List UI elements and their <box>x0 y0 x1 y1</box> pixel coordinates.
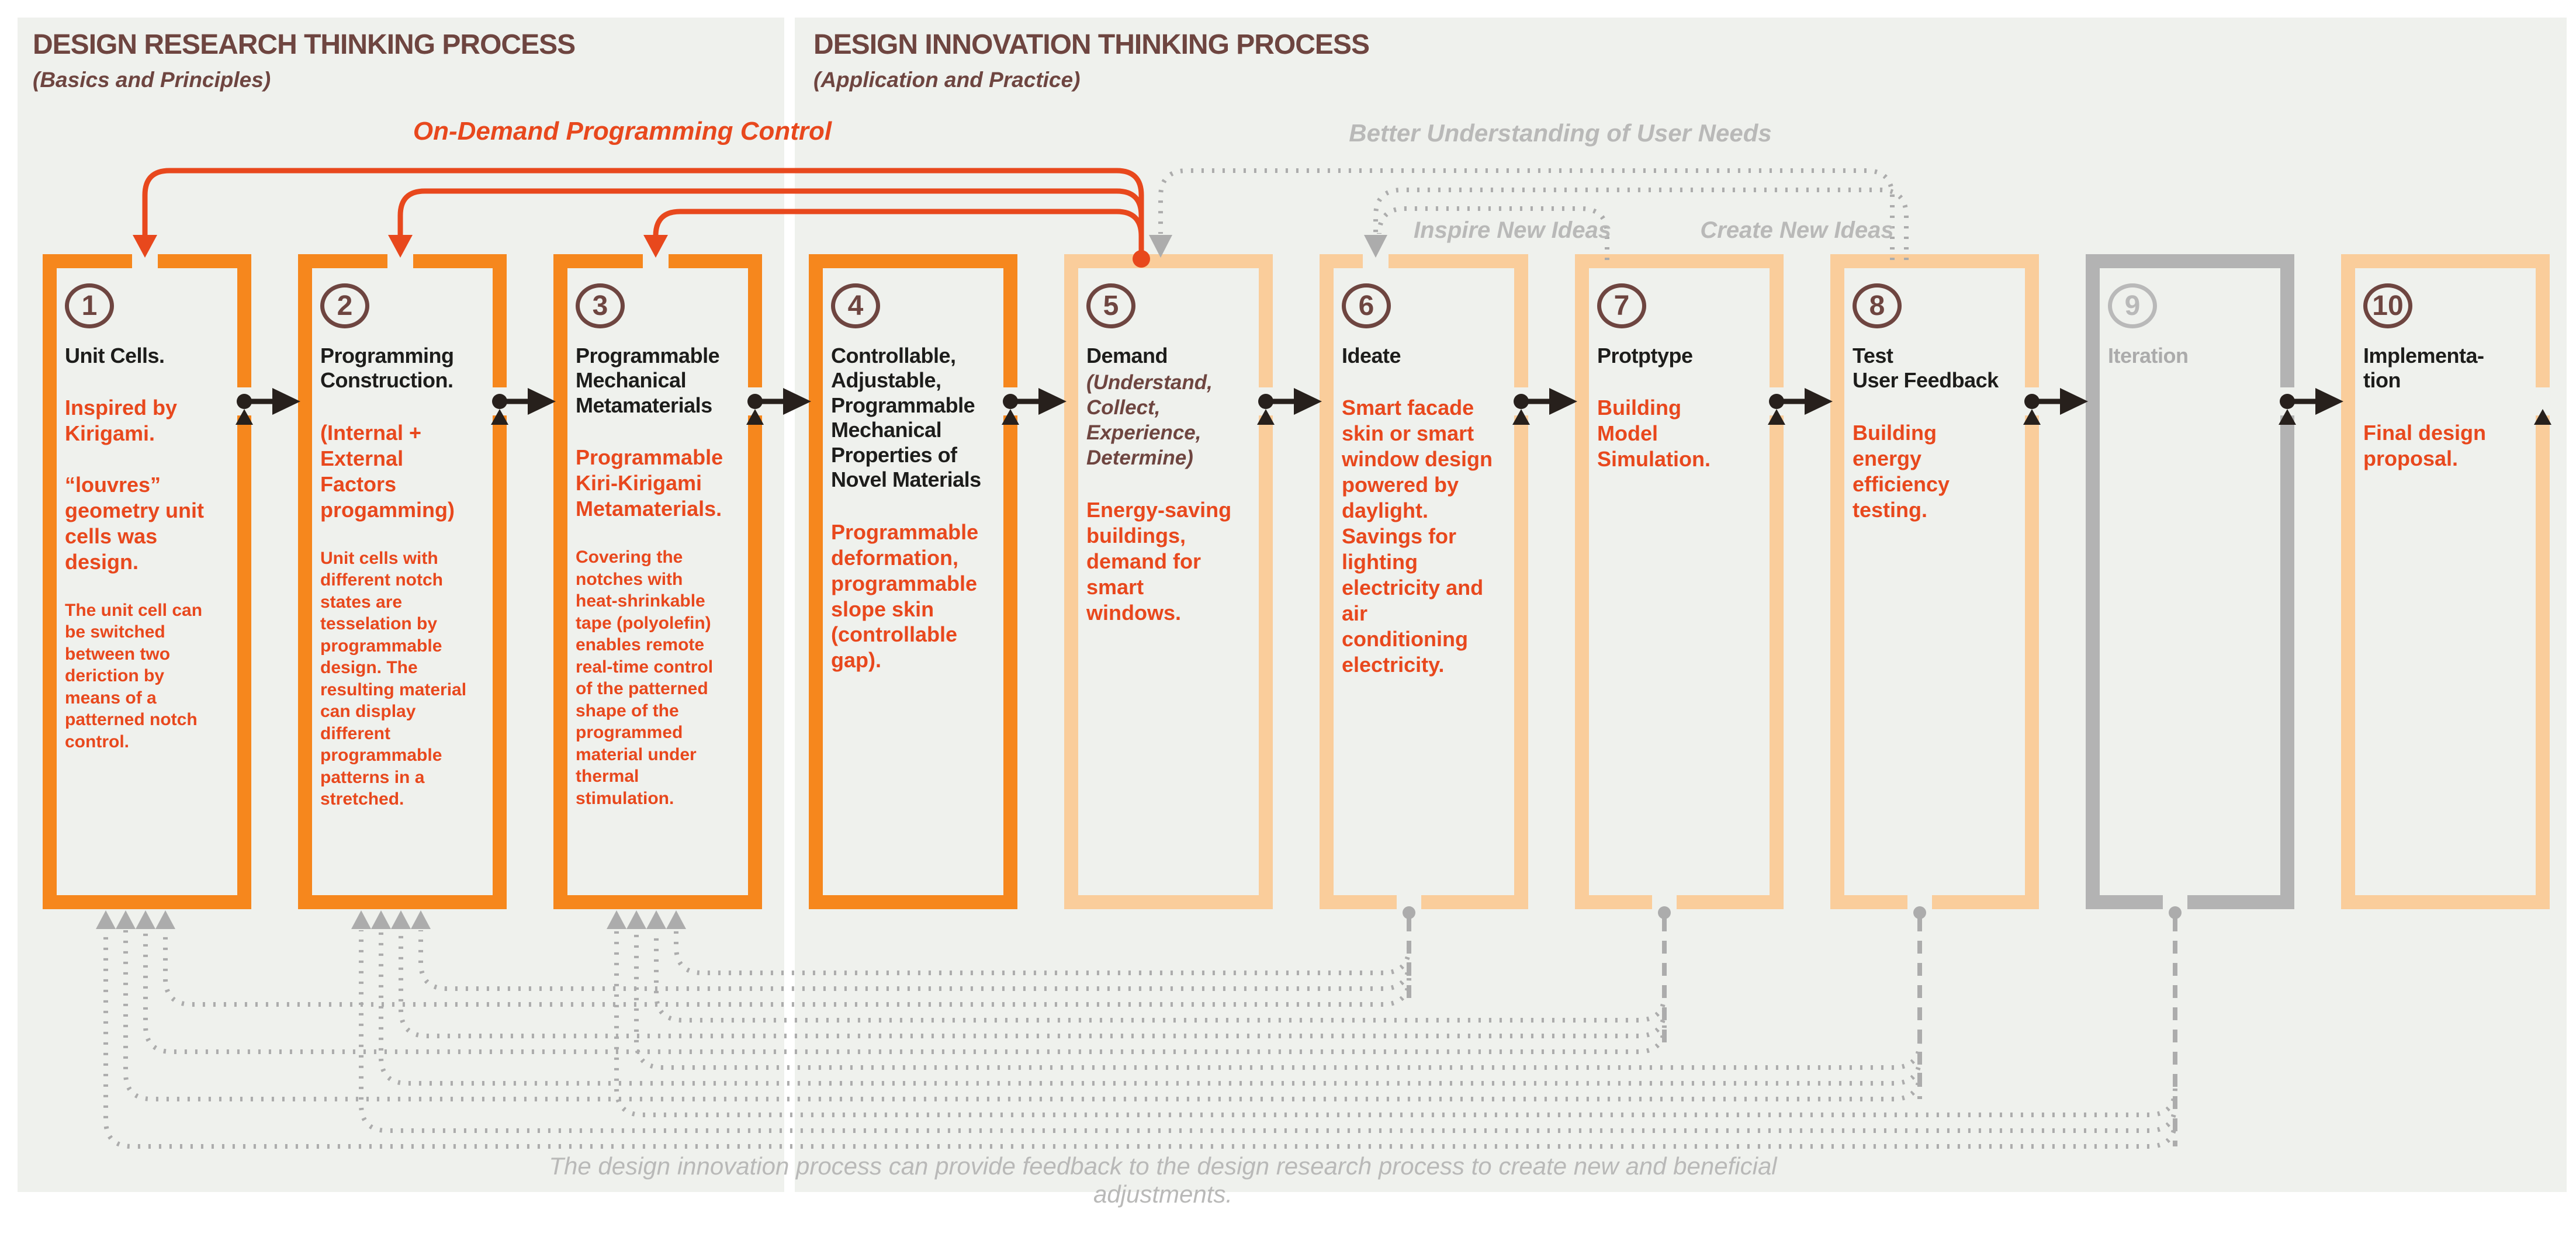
create-new-ideas-label: Create New Ideas <box>1700 217 1894 243</box>
step-title: Iteration <box>2108 344 2189 368</box>
step-title: Test User Feedback <box>1853 344 1999 393</box>
step-subtitle: (Understand, Collect, Experience, Determ… <box>1086 371 1213 469</box>
step-title: Demand <box>1086 344 1168 368</box>
step-description-primary: Smart facade skin or smart window design… <box>1342 396 1493 677</box>
step-number-badge: 10 <box>2363 283 2412 328</box>
step-description-primary: Building energy efficiency testing. <box>1853 420 1950 522</box>
research-process-header: DESIGN RESEARCH THINKING PROCESS (Basics… <box>33 29 576 92</box>
page-subtitle-right: (Application and Practice) <box>813 68 1081 92</box>
step-description-primary: Programmable deformation, programmable s… <box>831 519 979 673</box>
step-number-badge: 7 <box>1597 283 1646 328</box>
step-description-primary: (Internal + External Factors progamming) <box>320 420 455 522</box>
page-title-right: DESIGN INNOVATION THINKING PROCESS <box>813 29 1370 60</box>
step-description-primary: Final design proposal. <box>2363 420 2487 470</box>
step-description-secondary: Unit cells with different notch states a… <box>320 548 467 809</box>
innovation-process-header: DESIGN INNOVATION THINKING PROCESS (Appl… <box>813 29 1370 92</box>
on-demand-programming-control-label: On-Demand Programming Control <box>413 117 832 145</box>
step-title: Protptype <box>1597 344 1693 368</box>
step-title: Programmable Mechanical Metamaterials <box>576 344 720 417</box>
step-title: Ideate <box>1342 344 1401 368</box>
step-number-badge: 4 <box>831 283 880 328</box>
step-title: Unit Cells. <box>65 344 165 368</box>
step-number-badge: 6 <box>1342 283 1391 328</box>
step-title: Controllable, Adjustable, Programmable M… <box>831 344 981 492</box>
step-description-primary: Energy-saving buildings, demand for smar… <box>1086 498 1232 625</box>
step-number-badge: 8 <box>1853 283 1902 328</box>
step-number-badge: 3 <box>576 283 625 328</box>
page-title-left: DESIGN RESEARCH THINKING PROCESS <box>33 29 576 60</box>
step-number-badge: 2 <box>320 283 369 328</box>
step-number-badge: 9 <box>2108 283 2157 328</box>
step-description-secondary: The unit cell can be switched between tw… <box>65 600 203 751</box>
step-title: Implementa- tion <box>2363 344 2484 393</box>
better-understanding-label: Better Understanding of User Needs <box>1349 119 1772 147</box>
step-number-badge: 5 <box>1086 283 1135 328</box>
step-number-badge: 1 <box>65 283 114 328</box>
step-description-primary: Inspired by Kirigami. “louvres” geometry… <box>65 396 205 574</box>
page-subtitle-left: (Basics and Principles) <box>33 68 271 92</box>
inspire-new-ideas-label: Inspire New Ideas <box>1414 217 1611 243</box>
feedback-caption: The design innovation process can provid… <box>549 1152 1777 1208</box>
step-description-primary: Programmable Kiri-Kirigami Metamaterials… <box>576 445 723 521</box>
step-description-primary: Building Model Simulation. <box>1597 396 1711 472</box>
step-title: Programming Construction. <box>320 344 454 393</box>
step-description-secondary: Covering the notches with heat-shrinkabl… <box>576 547 714 808</box>
